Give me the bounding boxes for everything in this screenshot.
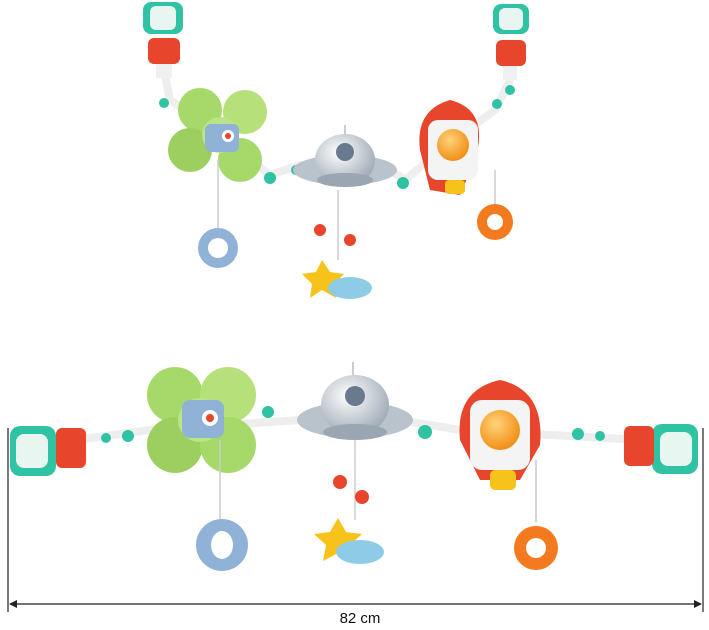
clip-right xyxy=(624,424,698,474)
flower-teether-orange xyxy=(477,170,513,240)
hanging-star-plane xyxy=(314,440,384,564)
hanging-star-plane xyxy=(302,190,372,299)
pinwheel-flower xyxy=(147,367,256,473)
beads xyxy=(101,406,605,443)
dimension-label: 82 cm xyxy=(339,610,381,627)
clip-left xyxy=(143,2,183,78)
ring-teether-blue xyxy=(198,160,238,268)
toy-extended-view xyxy=(10,362,698,571)
ufo xyxy=(293,125,397,187)
ufo xyxy=(297,362,413,440)
rocket xyxy=(459,380,541,490)
pinwheel-flower xyxy=(168,88,267,182)
flower-teether-orange xyxy=(514,460,558,570)
clip-right xyxy=(493,4,529,80)
rocket xyxy=(419,100,480,195)
clip-left xyxy=(10,426,86,476)
ring-teether-blue xyxy=(196,440,248,571)
dimension-line xyxy=(7,428,704,612)
toy-top-view xyxy=(143,2,529,299)
